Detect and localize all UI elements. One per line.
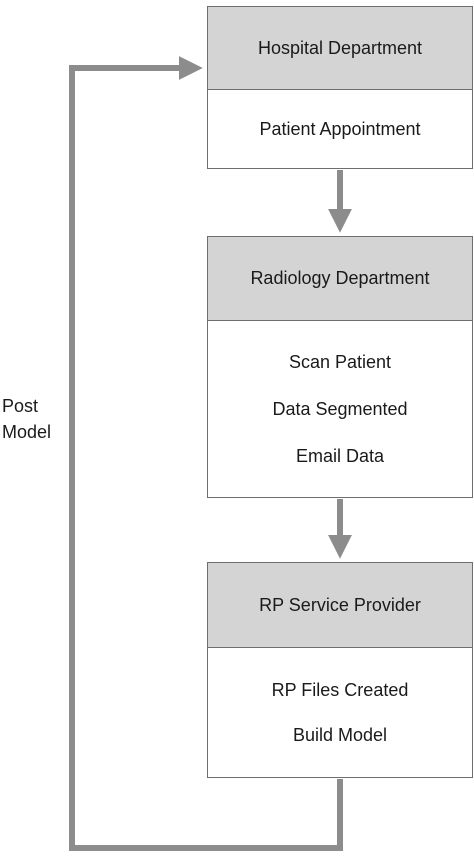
- rp-service-provider-steps: RP Files Created Build Model: [208, 648, 472, 777]
- arrow-post-model-loop: [69, 56, 343, 851]
- post-model-label-line1: Post: [2, 396, 39, 416]
- hospital-department-title: Hospital Department: [208, 7, 472, 90]
- post-model-label: Post Model: [2, 393, 54, 445]
- step-scan-patient: Scan Patient: [288, 351, 392, 372]
- step-patient-appointment: Patient Appointment: [259, 118, 421, 139]
- rp-service-provider-title: RP Service Provider: [208, 563, 472, 648]
- hospital-department-steps: Patient Appointment: [208, 90, 472, 168]
- post-model-label-line2: Model: [2, 422, 52, 442]
- radiology-department-steps: Scan Patient Data Segmented Email Data: [208, 321, 472, 497]
- step-rp-files-created: RP Files Created: [271, 679, 409, 700]
- radiology-department-node: Radiology Department Scan Patient Data S…: [207, 236, 473, 498]
- step-email-data: Email Data: [295, 445, 385, 466]
- step-data-segmented: Data Segmented: [272, 398, 408, 419]
- radiology-department-title: Radiology Department: [208, 237, 472, 321]
- hospital-department-node: Hospital Department Patient Appointment: [207, 6, 473, 169]
- rp-service-provider-node: RP Service Provider RP Files Created Bui…: [207, 562, 473, 778]
- step-build-model: Build Model: [292, 724, 388, 745]
